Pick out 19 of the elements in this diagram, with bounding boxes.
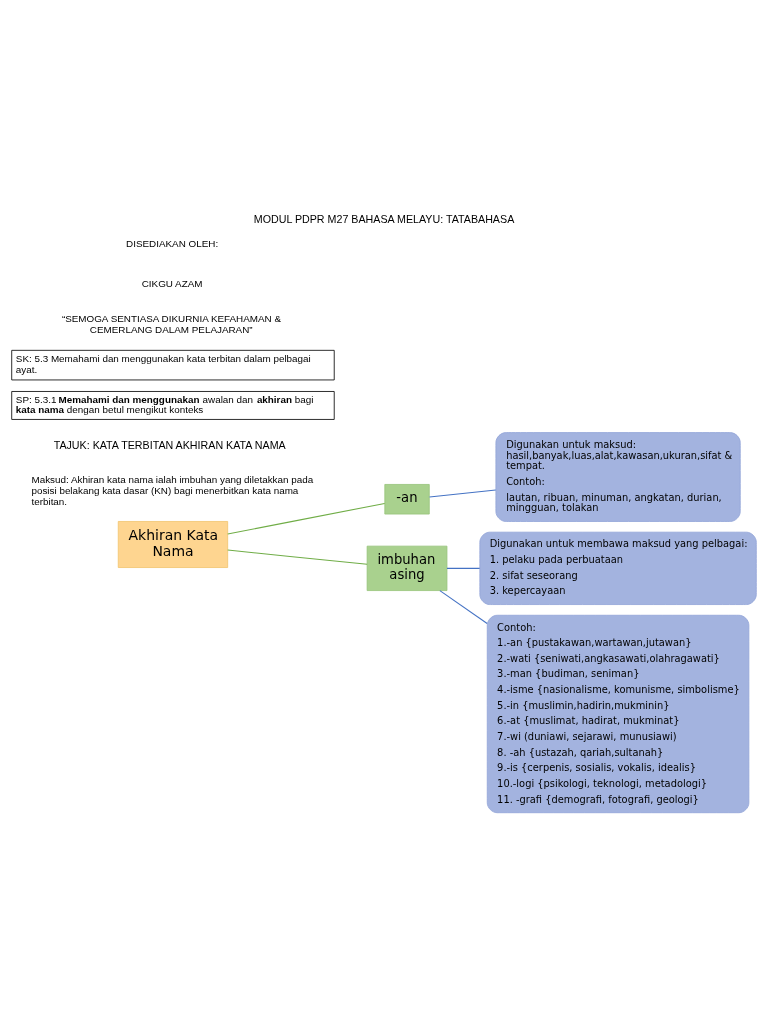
node-box: Contoh: 1.-an {pustakawan,wartawan,jutawan} 2.-wati {seniwati,angkasawati,olahragawati} 3.-man {budiman, seniman} 4.-isme {nasionalisme, komunisme, simbolisme} 5.-in {muslimin,hadirin,mukminin} 6.-at {muslimat, hadirat, mukminat} 7.-wi (duniawi, sejarawi, munusiawi) 8. -ah {ustazah, qariah,sultanah} 9.-is {cerpenis, sosialis, vokalis, idealis} 10.-logi {psikologi, teknologi, metadologi} 11. -grafi {demografi, fotografi, geologi} (486, 614, 750, 814)
label: TAJUK: KATA TERBITAN AKHIRAN KATA NAMA (53, 438, 286, 451)
connector (428, 489, 497, 498)
node-box: Digunakan untuk membawa maksud yang pelbagai: 1. pelaku pada perbuataan 2. sifat seseorang 3. kepercayaan (479, 531, 757, 605)
connector (227, 502, 386, 535)
node-box: Digunakan untuk maksud: hasil,banyak,luas,alat,kawasan,ukuran,sifat & tempat. Contoh: lautan, ribuan, minuman, angkatan, durian, mingguan, tolakan (495, 432, 741, 522)
node-box: Akhiran Kata Nama (117, 521, 229, 568)
label: SK: 5.3 Memahami dan menggunakan kata terbitan dalam pelbagai ayat. (15, 353, 311, 376)
connector (227, 549, 368, 565)
label: SP: 5.3.1 Memahami dan menggunakan awalan dan akhiran bagi kata nama dengan betul mengikut konteks (15, 393, 314, 415)
connector (439, 590, 488, 625)
diagram-title: MODUL PDPR M27 BAHASA MELAYU: TATABAHASA (253, 213, 515, 226)
connector (446, 567, 481, 569)
label: “SEMOGA SENTIASA DIKURNIA KEFAHAMAN & CEMERLANG DALAM PELAJARAN” (61, 313, 282, 335)
label: Maksud: Akhiran kata nama ialah imbuhan yang diletakkan pada posisi belakang kata dasar (KN) bagi menerbitkan kata nama terbitan. (31, 474, 314, 507)
node-box: -an (384, 484, 430, 515)
label: DISEDIAKAN OLEH: (126, 238, 219, 250)
label: CIKGU AZAM (141, 278, 203, 290)
node-box: imbuhan asing (366, 545, 448, 591)
